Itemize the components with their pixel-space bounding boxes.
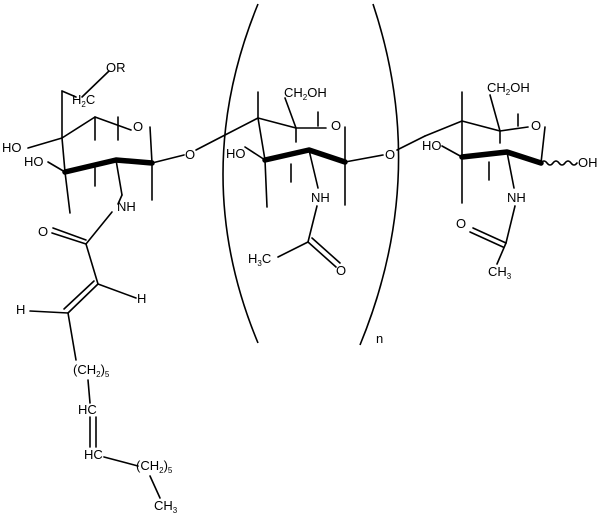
glycosidic-oxygen-1: O bbox=[185, 147, 195, 162]
chain-b-label: (CH2)5 bbox=[136, 458, 173, 475]
glycosidic-oxygen-2: O bbox=[385, 147, 395, 162]
ho-label: HO bbox=[226, 146, 246, 161]
ho-upper-label: HO bbox=[2, 140, 22, 155]
carbonyl-oxygen-label: O bbox=[336, 263, 346, 278]
ring-oxygen-label: O bbox=[531, 118, 541, 133]
alkene-ch-upper-label: HC bbox=[78, 402, 97, 417]
methyl-label: H3C bbox=[248, 251, 271, 268]
ring-oxygen-label: O bbox=[331, 118, 341, 133]
nh-label: NH bbox=[117, 199, 136, 214]
methyl-label: CH3 bbox=[488, 264, 512, 281]
ch2oh-label: CH2OH bbox=[487, 80, 530, 97]
right-parenthesis bbox=[360, 4, 399, 345]
ring-oxygen-label: O bbox=[133, 119, 143, 134]
or-label: OR bbox=[106, 60, 126, 75]
left-parenthesis bbox=[223, 4, 258, 343]
carbonyl-oxygen-label: O bbox=[38, 224, 48, 239]
residue-3-ring bbox=[425, 92, 577, 264]
alkene-ch-lower-label: HC bbox=[84, 447, 103, 462]
nh-label: NH bbox=[311, 190, 330, 205]
ho-lower-label: HO bbox=[24, 154, 44, 169]
residue-2-ring bbox=[225, 92, 383, 267]
residue-3-labels: CH2OH HO O OH NH O CH3 bbox=[422, 80, 598, 281]
vinyl-h-right-label: H bbox=[137, 291, 146, 306]
carbonyl-oxygen-label: O bbox=[456, 216, 466, 231]
vinyl-h-left-label: H bbox=[16, 302, 25, 317]
residue-1-labels: OR H2C HO HO O NH O H H (CH2)5 HC HC (CH… bbox=[2, 60, 178, 515]
anomeric-oh-label: OH bbox=[578, 155, 598, 170]
nh-label: NH bbox=[507, 190, 526, 205]
repeat-subscript: n bbox=[376, 331, 383, 346]
residue-1-ring bbox=[28, 71, 184, 498]
chain-a-label: (CH2)5 bbox=[73, 362, 110, 379]
ho-label: HO bbox=[422, 138, 442, 153]
terminal-methyl-label: CH3 bbox=[154, 498, 178, 515]
ch2oh-label: CH2OH bbox=[284, 85, 327, 102]
residue-2-labels: CH2OH HO O NH H3C O bbox=[226, 85, 346, 278]
